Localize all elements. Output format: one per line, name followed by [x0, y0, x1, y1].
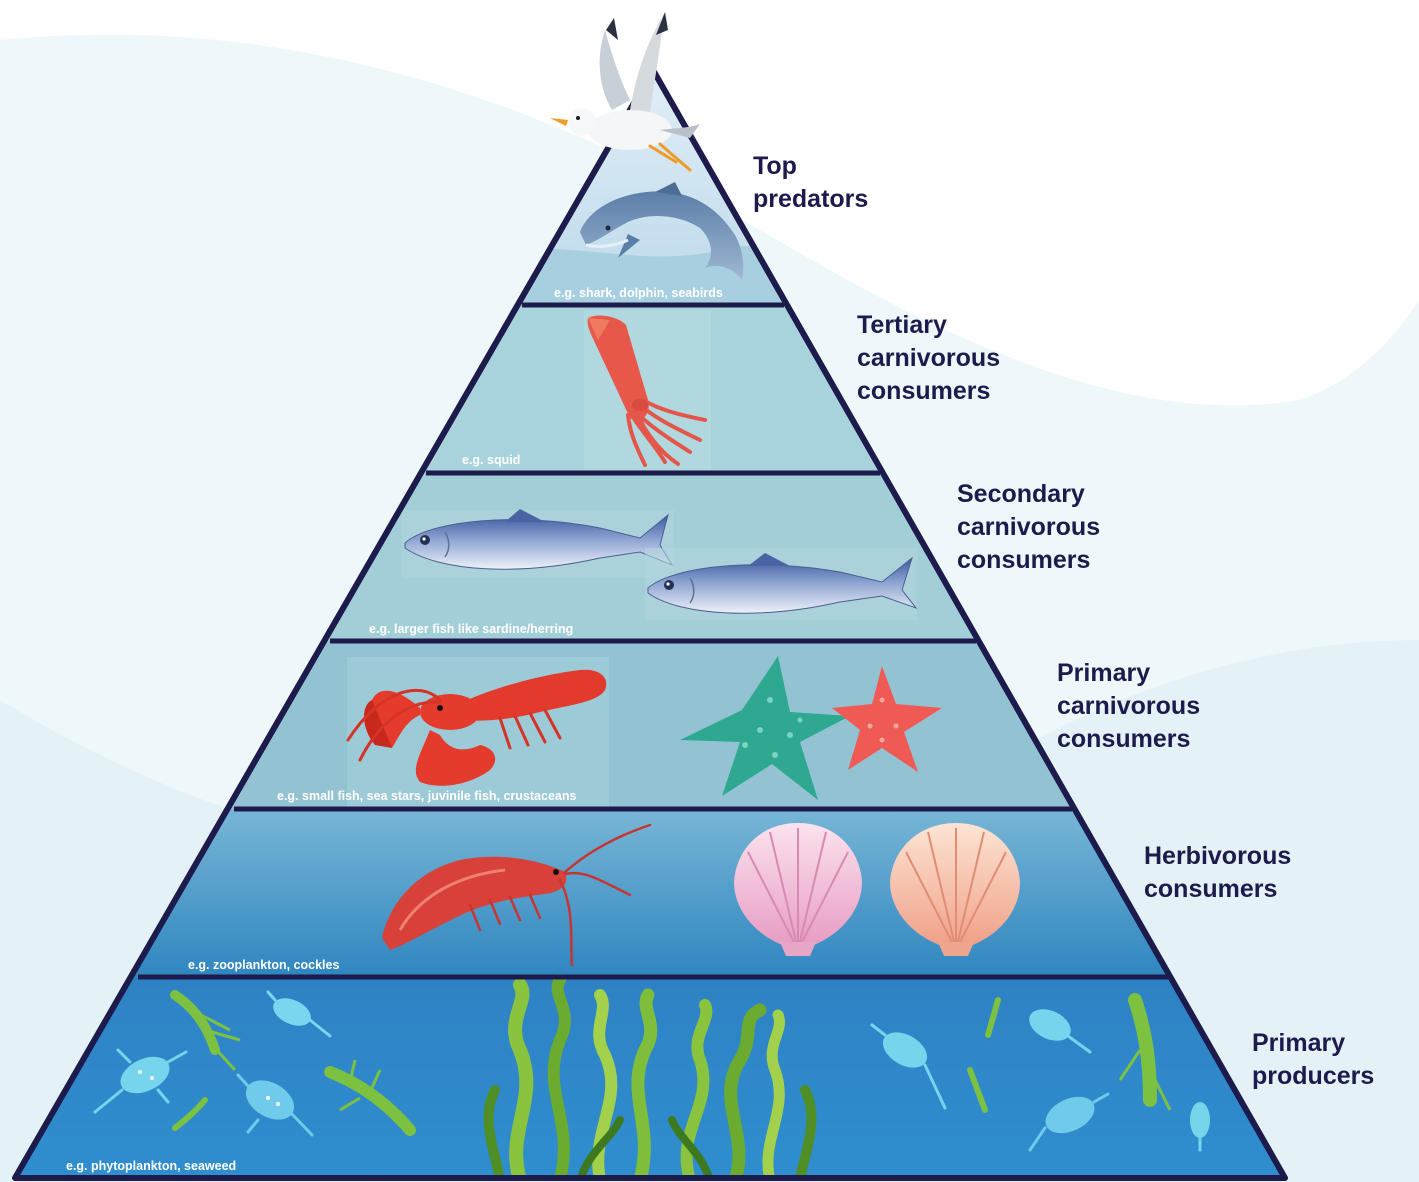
label-primary-carnivores-line-2: carnivorous — [1057, 690, 1200, 723]
example-producers: e.g. phytoplankton, seaweed — [66, 1159, 236, 1173]
example-top-predators: e.g. shark, dolphin, seabirds — [554, 286, 723, 300]
label-secondary: Secondary carnivorous consumers — [957, 478, 1100, 577]
label-top-predators: Top predators — [753, 150, 868, 216]
sardine-icon — [402, 509, 674, 578]
label-primary-carnivores-line-3: consumers — [1057, 723, 1200, 756]
label-producers-line-2: producers — [1252, 1060, 1374, 1093]
label-top-predators-line-1: Top — [753, 150, 868, 183]
label-primary-carnivores-line-1: Primary — [1057, 657, 1200, 690]
label-primary-carnivores: Primary carnivorous consumers — [1057, 657, 1200, 756]
label-herbivores-line-2: consumers — [1144, 873, 1291, 906]
label-tertiary: Tertiary carnivorous consumers — [857, 309, 1000, 408]
lobster-icon — [347, 657, 609, 807]
label-tertiary-line-1: Tertiary — [857, 309, 1000, 342]
label-herbivores-line-1: Herbivorous — [1144, 840, 1291, 873]
label-secondary-line-3: consumers — [957, 544, 1100, 577]
label-secondary-line-1: Secondary — [957, 478, 1100, 511]
label-tertiary-line-3: consumers — [857, 375, 1000, 408]
example-primary-carnivores: e.g. small fish, sea stars, juvinile fis… — [277, 789, 576, 803]
label-secondary-line-2: carnivorous — [957, 511, 1100, 544]
label-producers-line-1: Primary — [1252, 1027, 1374, 1060]
example-herbivores: e.g. zooplankton, cockles — [188, 958, 339, 972]
label-producers: Primary producers — [1252, 1027, 1374, 1093]
label-herbivores: Herbivorous consumers — [1144, 840, 1291, 906]
herring-icon — [645, 548, 917, 620]
squid-icon — [584, 310, 711, 470]
example-tertiary: e.g. squid — [462, 453, 520, 467]
label-top-predators-line-2: predators — [753, 183, 868, 216]
example-secondary: e.g. larger fish like sardine/herring — [369, 622, 573, 636]
label-tertiary-line-2: carnivorous — [857, 342, 1000, 375]
